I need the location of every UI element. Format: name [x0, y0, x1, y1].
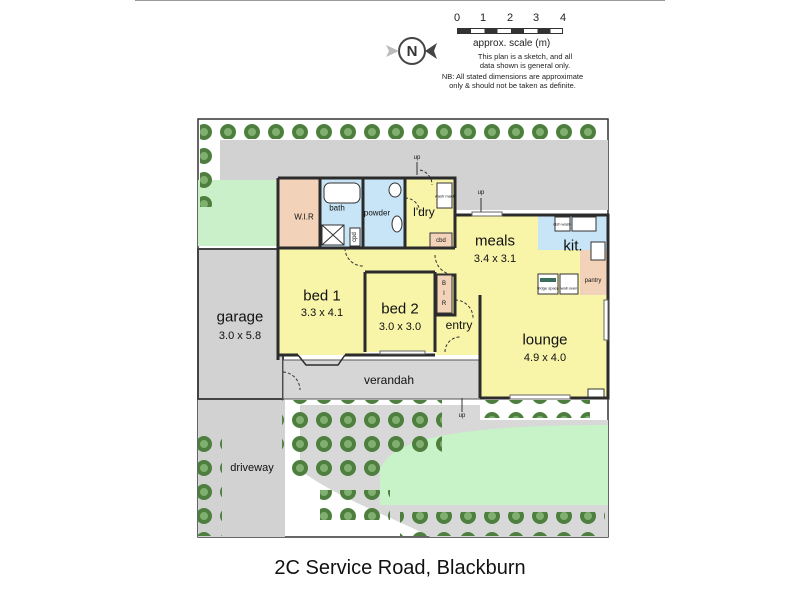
- room-garage: garage: [216, 308, 264, 326]
- sink: [571, 216, 597, 232]
- note-line: NB: All stated dimensions are approximat…: [441, 72, 584, 81]
- cbd-box: [429, 232, 453, 248]
- room-bed1-size: 3.3 x 4.1: [300, 307, 344, 319]
- bir-label-r: R: [441, 301, 447, 307]
- note-line: This plan is a sketch, and all: [477, 52, 573, 61]
- property-address: 2C Service Road, Blackburn: [274, 557, 526, 579]
- room-bed1: bed 1: [303, 287, 341, 305]
- walls: [276, 176, 610, 400]
- cooktop: [590, 241, 606, 261]
- room-laundry: l'dry: [413, 205, 435, 219]
- pantry-label: pantry: [584, 278, 602, 284]
- scale-label: approx. scale (m): [473, 38, 551, 49]
- room-powder: powder: [363, 208, 391, 218]
- cbd-label: cbd: [436, 238, 446, 244]
- dish-wash-label: dish wash: [553, 221, 571, 227]
- wash-mach-label: wash mach: [434, 193, 456, 199]
- note-line: only & should not be taken as definite.: [449, 81, 576, 90]
- windows: [379, 211, 609, 400]
- toilet: [391, 215, 403, 233]
- scale-ticks: 0 1 2 3 4: [448, 12, 578, 26]
- room-lounge-size: 4.9 x 4.0: [523, 352, 567, 364]
- bathtub: [323, 182, 361, 204]
- room-kitchen: kit.: [563, 237, 583, 255]
- room-meals: meals: [474, 232, 516, 250]
- up-marker-entry: up: [458, 413, 466, 419]
- washing-machine: [436, 182, 453, 209]
- wall-oven-label: wall oven: [560, 285, 578, 291]
- top-rule: [135, 0, 665, 1]
- room-lounge: lounge: [522, 331, 568, 349]
- cpd-box: [349, 227, 361, 247]
- fridge-label: fridge space: [537, 285, 559, 291]
- bir-label-i: I: [443, 291, 445, 297]
- cpd-label: cpd: [352, 232, 358, 242]
- driveway-label: driveway: [230, 462, 274, 474]
- scale-tick: 0: [453, 12, 461, 24]
- room-bed2: bed 2: [381, 300, 419, 318]
- sketch-note: This plan is a sketch, and all data show…: [450, 52, 600, 70]
- wall-oven: [559, 273, 579, 295]
- compass-letter: N: [407, 43, 418, 60]
- dimensions-note: NB: All stated dimensions are approximat…: [425, 72, 600, 90]
- bir-box: [436, 274, 453, 314]
- room-verandah: verandah: [363, 373, 415, 387]
- basin: [388, 182, 402, 198]
- fridge-space: [537, 273, 559, 295]
- scale-tick: 3: [532, 12, 540, 24]
- scale-tick: 1: [479, 12, 487, 24]
- room-bed2-size: 3.0 x 3.0: [378, 321, 422, 333]
- room-bath: bath: [329, 203, 345, 213]
- note-line: data shown is general only.: [479, 61, 571, 70]
- room-entry: entry: [445, 318, 473, 332]
- up-marker-laundry: up: [413, 155, 421, 161]
- room-garage-size: 3.0 x 5.8: [218, 330, 262, 342]
- step-markers: [416, 162, 482, 412]
- up-marker-meals: up: [477, 190, 485, 196]
- room-wir: W.I.R: [294, 212, 314, 222]
- wir-floor: [278, 178, 320, 248]
- room-meals-size: 3.4 x 3.1: [473, 253, 517, 265]
- scale-tick: 2: [506, 12, 514, 24]
- garden-shrubs: [198, 121, 605, 536]
- north-arrow-icon: N: [386, 37, 437, 65]
- scale-tick: 4: [559, 12, 567, 24]
- scale-bar: [457, 28, 563, 34]
- bir-label-b: B: [441, 281, 447, 287]
- heater: [587, 388, 605, 398]
- door-swings: [282, 169, 474, 391]
- dishwasher: [554, 216, 571, 232]
